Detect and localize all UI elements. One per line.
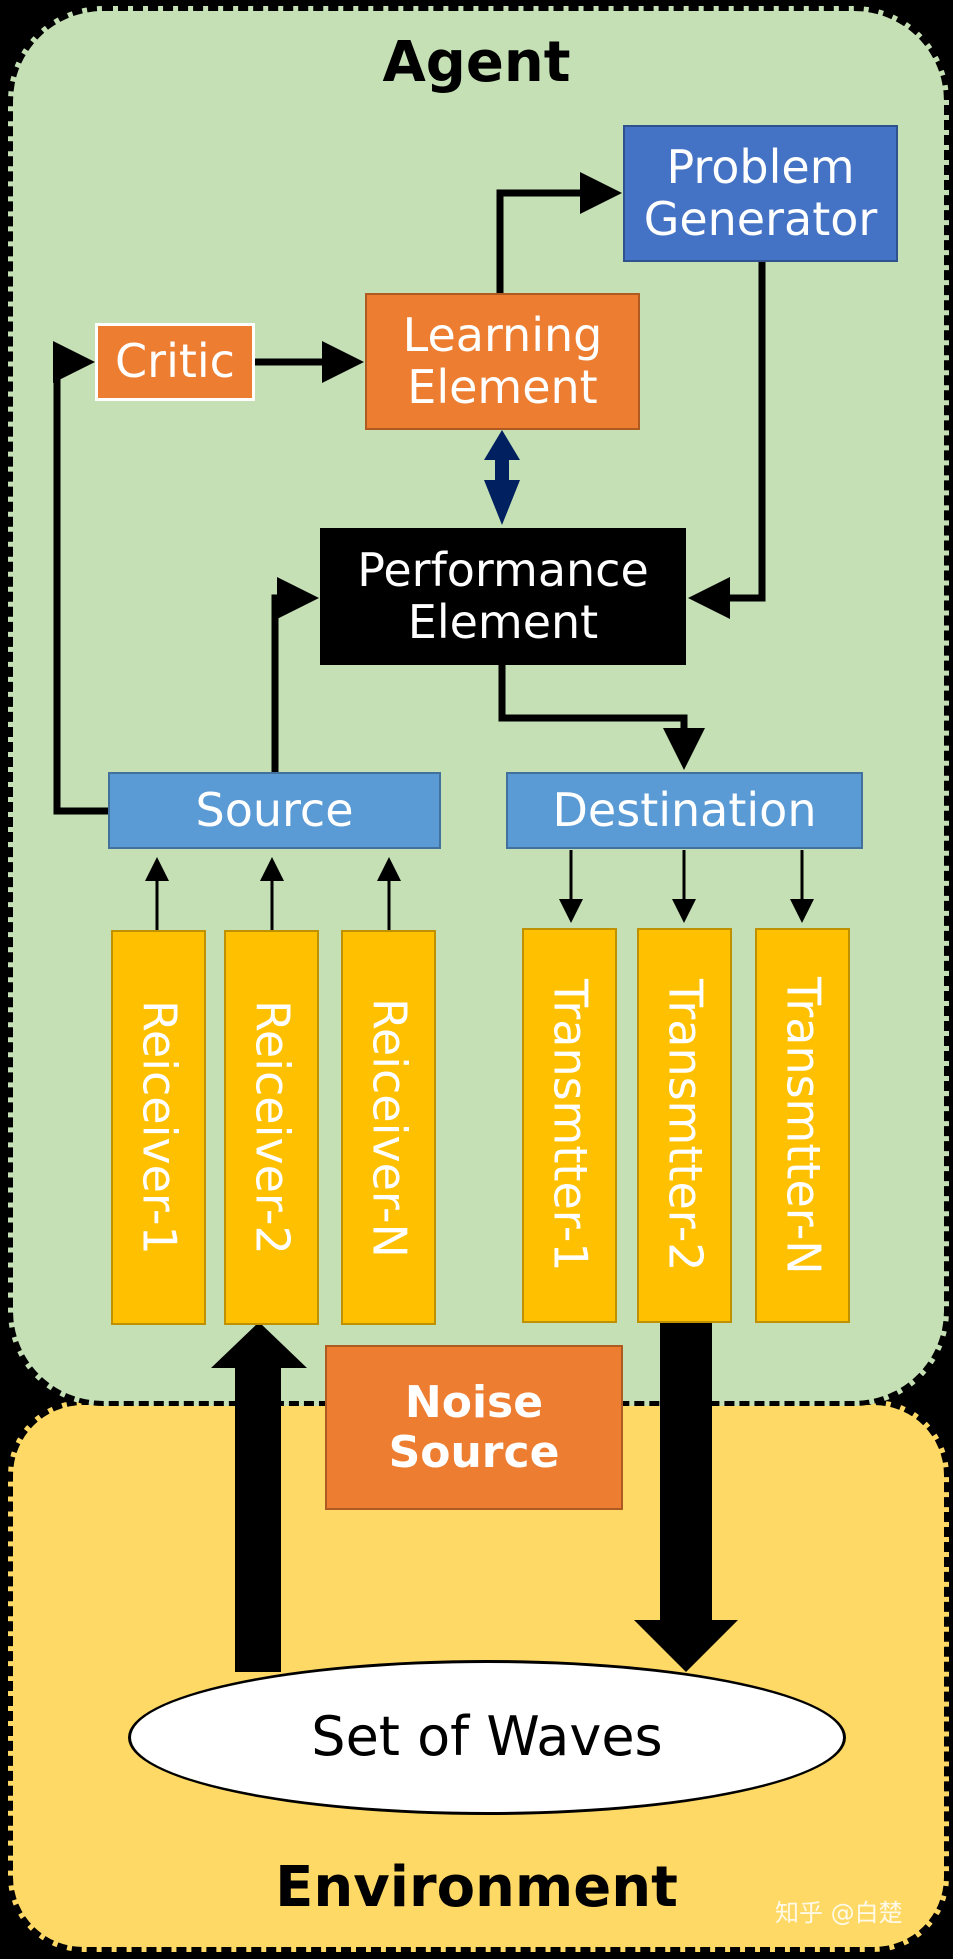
receiver-1-box: Reiceiver-1 xyxy=(111,930,206,1325)
environment-title: Environment xyxy=(275,1855,678,1920)
learning-element-box: Learning Element xyxy=(365,293,640,430)
receiver-2-label: Reiceiver-2 xyxy=(245,1000,300,1255)
problem-generator-box: Problem Generator xyxy=(623,125,898,262)
critic-box: Critic xyxy=(95,323,255,401)
performance-element-label: Performance Element xyxy=(357,542,649,649)
arrow-performance-to-destination xyxy=(498,665,705,770)
performance-element-box: Performance Element xyxy=(320,528,686,665)
receiver-n-label: Reiceiver-N xyxy=(362,997,417,1258)
transmitter-2-label: Transmtter-2 xyxy=(658,979,713,1272)
arrow-learning-performance-bidirectional xyxy=(484,430,520,525)
arrow-waves-to-receiver xyxy=(211,1322,307,1672)
receiver-2-box: Reiceiver-2 xyxy=(224,930,319,1325)
destination-box: Destination xyxy=(506,772,863,849)
watermark: 知乎 @白楚 xyxy=(775,1899,903,1927)
source-box: Source xyxy=(108,772,441,849)
learning-element-label: Learning Element xyxy=(402,307,603,414)
receiver-1-label: Reiceiver-1 xyxy=(132,1000,187,1255)
critic-label: Critic xyxy=(115,334,235,389)
arrow-problem-generator-to-performance xyxy=(688,262,766,619)
arrow-transmitter-to-waves xyxy=(634,1322,738,1672)
arrow-source-to-critic xyxy=(53,341,108,815)
transmitter-n-box: Transmtter-N xyxy=(755,928,850,1323)
transmitter-1-label: Transmtter-1 xyxy=(543,979,598,1272)
set-of-waves-label: Set of Waves xyxy=(311,1705,663,1769)
destination-label: Destination xyxy=(552,782,817,837)
transmitter-n-label: Transmtter-N xyxy=(776,976,831,1275)
transmitter-1-box: Transmtter-1 xyxy=(522,928,617,1323)
problem-generator-label: Problem Generator xyxy=(643,139,878,246)
receiver-n-box: Reiceiver-N xyxy=(341,930,436,1325)
arrow-source-to-performance xyxy=(271,577,319,772)
noise-source-label: Noise Source xyxy=(388,1377,560,1478)
set-of-waves-ellipse: Set of Waves xyxy=(128,1660,846,1815)
arrow-learning-to-problem-generator xyxy=(496,172,622,295)
noise-source-box: Noise Source xyxy=(325,1345,623,1510)
agent-title: Agent xyxy=(382,30,571,95)
source-label: Source xyxy=(195,782,354,837)
transmitter-2-box: Transmtter-2 xyxy=(637,928,732,1323)
